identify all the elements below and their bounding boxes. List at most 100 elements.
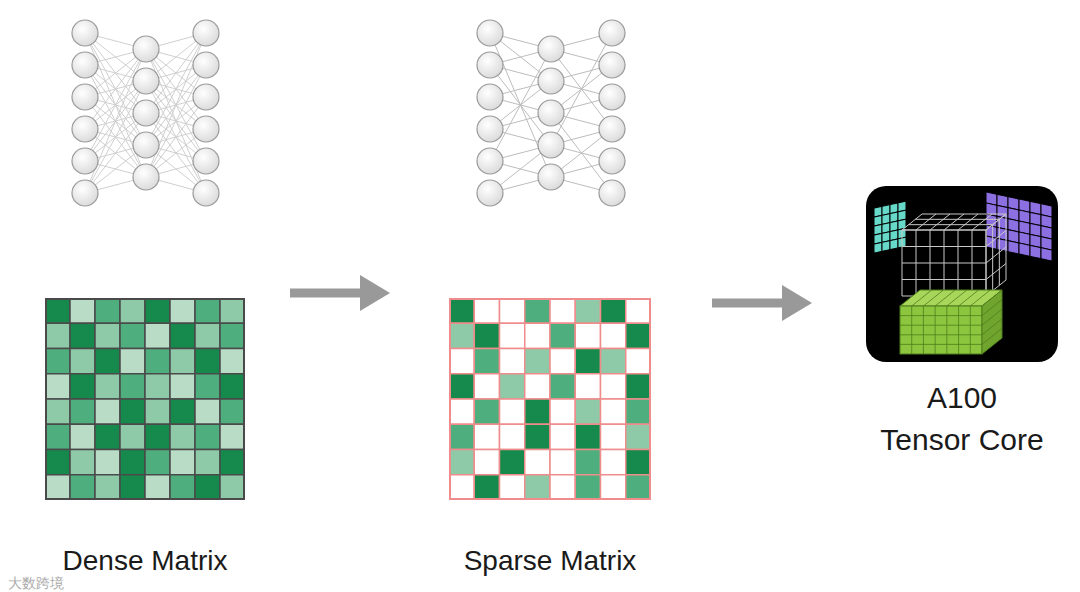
- panel-cell: [890, 239, 898, 250]
- matrix-cell: [550, 349, 575, 374]
- flow-arrow: [712, 299, 792, 308]
- grid-line: [902, 279, 986, 280]
- matrix-cell: [95, 374, 120, 399]
- grid-line: [922, 214, 1006, 215]
- matrix-cell: [550, 475, 575, 500]
- matrix-cell: [626, 475, 651, 500]
- matrix-cell: [525, 399, 550, 424]
- matrix-cell: [525, 475, 550, 500]
- matrix-cell: [525, 374, 550, 399]
- matrix-cell: [220, 349, 245, 374]
- matrix-cell: [220, 399, 245, 424]
- grid-line: [902, 230, 986, 231]
- grid-line: [986, 264, 1006, 280]
- neuron: [193, 116, 219, 142]
- matrix-cell: [45, 424, 70, 449]
- matrix-cell: [170, 475, 195, 500]
- purple-panel: [986, 192, 1052, 261]
- matrix-cell: [575, 349, 600, 374]
- matrix-cell: [601, 298, 626, 323]
- neuron: [538, 164, 564, 190]
- dense-network: [72, 20, 219, 206]
- matrix-cell: [474, 298, 499, 323]
- grid-line: [909, 224, 993, 225]
- matrix-cell: [70, 298, 95, 323]
- panel-cell: [1030, 245, 1041, 258]
- matrix-cell: [474, 323, 499, 348]
- neuron: [599, 148, 625, 174]
- matrix-cell: [170, 374, 195, 399]
- matrix-cell: [145, 450, 170, 475]
- matrix-cell: [95, 475, 120, 500]
- neuron: [477, 84, 503, 110]
- neuron: [477, 180, 503, 206]
- matrix-cell: [120, 298, 145, 323]
- matrix-cell: [500, 450, 525, 475]
- neuron: [477, 148, 503, 174]
- stack-line: [900, 334, 982, 335]
- neuron: [72, 180, 98, 206]
- matrix-cell: [601, 323, 626, 348]
- grid-line: [986, 231, 1006, 247]
- matrix-cell: [170, 323, 195, 348]
- matrix-cell: [120, 323, 145, 348]
- grid-line: [986, 214, 1006, 230]
- matrix-cell: [601, 450, 626, 475]
- matrix-cell: [601, 475, 626, 500]
- flow-arrow: [290, 289, 370, 298]
- matrix-cell: [170, 399, 195, 424]
- matrix-cell: [601, 349, 626, 374]
- matrix-cell: [195, 424, 220, 449]
- neuron: [72, 148, 98, 174]
- neuron: [538, 132, 564, 158]
- matrix-cell: [449, 475, 474, 500]
- neuron: [72, 52, 98, 78]
- matrix-cell: [95, 349, 120, 374]
- matrix-cell: [70, 450, 95, 475]
- matrix-cell: [145, 475, 170, 500]
- sparse-network: [477, 20, 625, 206]
- matrix-cell: [95, 424, 120, 449]
- matrix-cell: [626, 374, 651, 399]
- matrix-cell: [70, 399, 95, 424]
- grid-line: [986, 230, 987, 296]
- matrix-border: [450, 299, 650, 499]
- matrix-cell: [550, 450, 575, 475]
- panel-cell: [1019, 243, 1030, 256]
- matrix-cell: [220, 323, 245, 348]
- teal-panel: [874, 201, 906, 253]
- sparse-matrix: Sparse Matrix: [449, 298, 651, 577]
- matrix-cell: [626, 424, 651, 449]
- matrix-cell: [575, 323, 600, 348]
- matrix-cell: [195, 298, 220, 323]
- grid-line: [902, 246, 986, 247]
- matrix-cell: [550, 374, 575, 399]
- neuron: [133, 100, 159, 126]
- matrix-cell: [220, 450, 245, 475]
- matrix-cell: [575, 298, 600, 323]
- neuron: [72, 116, 98, 142]
- matrix-cell: [474, 374, 499, 399]
- matrix-cell: [449, 450, 474, 475]
- matrix-cell: [120, 424, 145, 449]
- stack-line: [900, 325, 982, 326]
- neuron: [133, 36, 159, 62]
- neuron: [72, 84, 98, 110]
- matrix-cell: [70, 374, 95, 399]
- matrix-cell: [145, 298, 170, 323]
- matrix-cell: [95, 323, 120, 348]
- matrix-cell: [170, 349, 195, 374]
- matrix-cell: [195, 399, 220, 424]
- matrix-cell: [195, 450, 220, 475]
- stack-line: [982, 328, 1002, 344]
- matrix-cell: [474, 349, 499, 374]
- neuron: [599, 180, 625, 206]
- matrix-cell: [145, 349, 170, 374]
- neuron: [72, 20, 98, 46]
- dense-matrix-graphic: [45, 298, 245, 500]
- matrix-cell: [550, 424, 575, 449]
- sparse-matrix-graphic: [449, 298, 651, 500]
- matrix-cell: [474, 450, 499, 475]
- matrix-cell: [145, 374, 170, 399]
- matrix-cell: [120, 349, 145, 374]
